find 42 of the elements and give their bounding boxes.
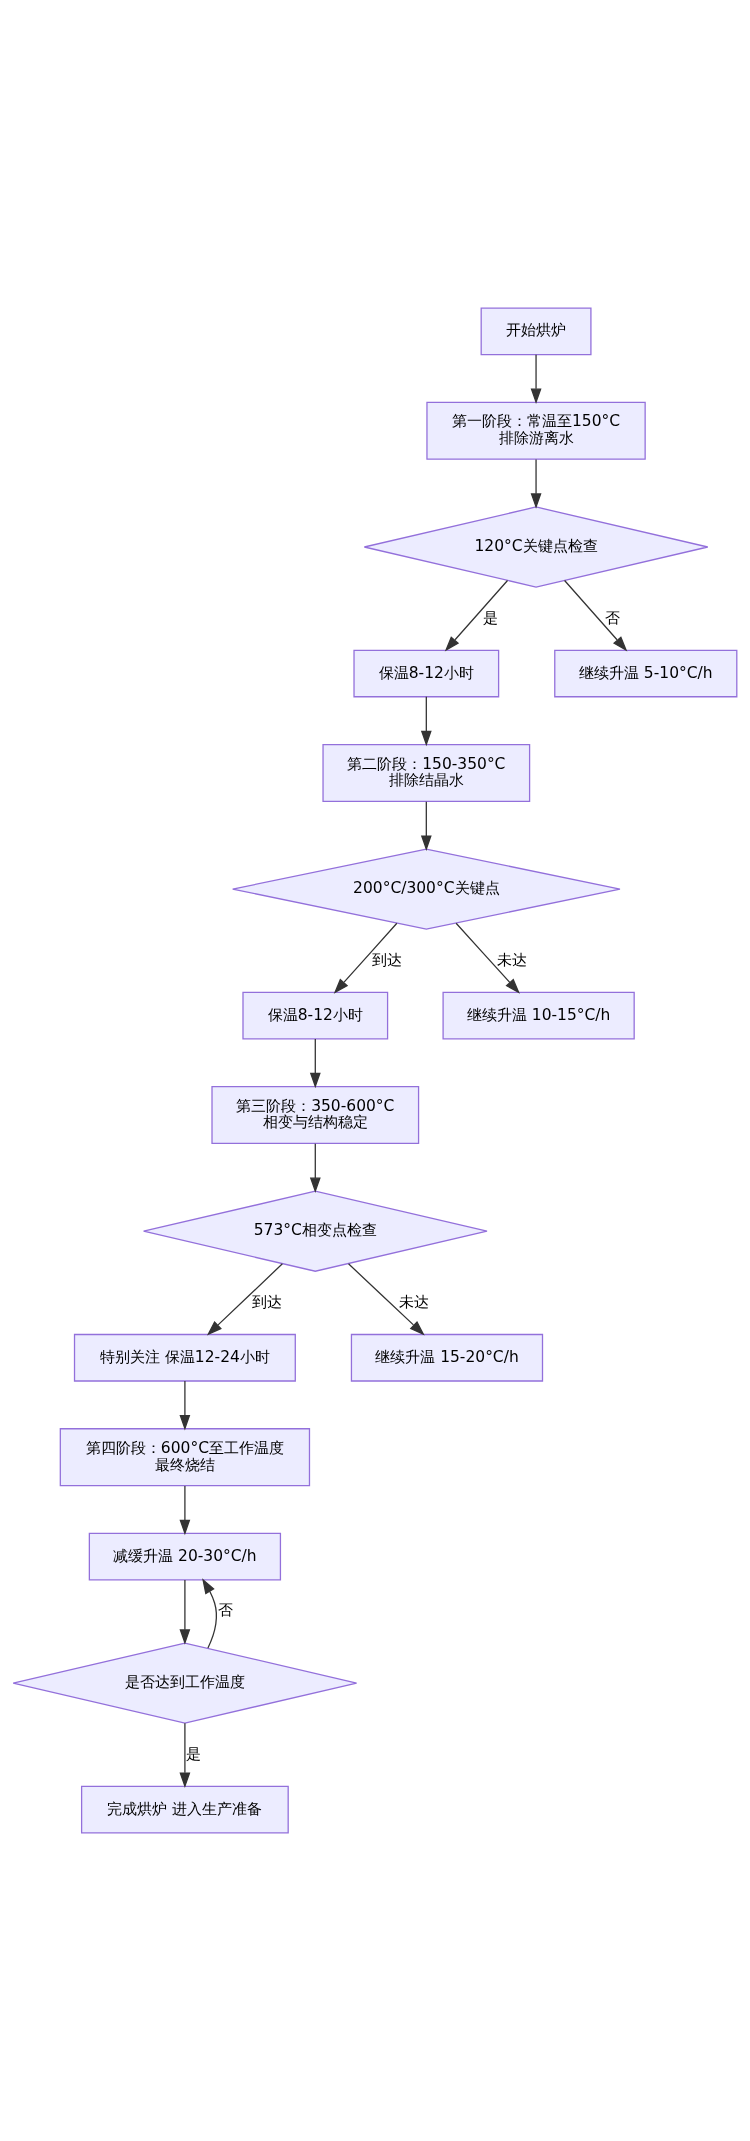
arrow [202,1578,218,1649]
arrow [563,579,628,652]
arrow [530,458,542,509]
arrow [179,1722,191,1789]
node-diamond: 573°C相变点检查 [142,1190,488,1272]
node-box: 继续升温 10-15°C/h [442,991,635,1040]
node-box: 保温8-12小时 [242,991,389,1040]
node-box: 继续升温 15-20°C/h [350,1333,544,1382]
arrow [309,1038,321,1089]
node-box: 特别关注 保温12-24小时 [73,1333,296,1382]
arrow [206,1263,284,1336]
arrow [420,801,432,851]
edge-label: 未达 [399,1292,430,1311]
edge-label: 到达 [251,1292,282,1311]
node-box: 继续升温 5-10°C/h [554,649,738,698]
node-diamond: 200°C/300°C关键点 [232,848,621,930]
node-box: 第四阶段：600°C至工作温度 最终烧结 [59,1428,311,1487]
arrow [530,354,542,405]
node-diamond: 是否达到工作温度 [12,1642,358,1724]
node-box: 开始烘炉 [480,307,592,356]
edge-label: 到达 [371,950,402,969]
node-box: 第二阶段：150-350°C 排除结晶水 [322,743,531,802]
node-box: 保温8-12小时 [353,649,500,698]
edge-label: 是 [185,1744,201,1763]
node-diamond: 120°C关键点检查 [363,506,709,588]
edge-label: 否 [218,1601,234,1620]
arrow [309,1143,321,1194]
edge-label: 未达 [497,950,528,969]
arrow [333,922,398,994]
arrow [444,579,509,652]
arrow [347,1263,425,1336]
edge-label: 否 [605,608,621,627]
arrow [179,1380,191,1431]
edge-label: 是 [482,608,498,627]
node-box: 第一阶段：常温至150°C 排除游离水 [426,401,646,460]
arrow [420,696,432,747]
node-box: 减缓升温 20-30°C/h [88,1532,282,1581]
arrow [179,1485,191,1536]
arrow [455,922,520,994]
node-box: 第三阶段：350-600°C 相变与结构稳定 [211,1086,420,1145]
arrow [179,1579,191,1645]
node-box: 完成烘炉 进入生产准备 [80,1785,289,1834]
